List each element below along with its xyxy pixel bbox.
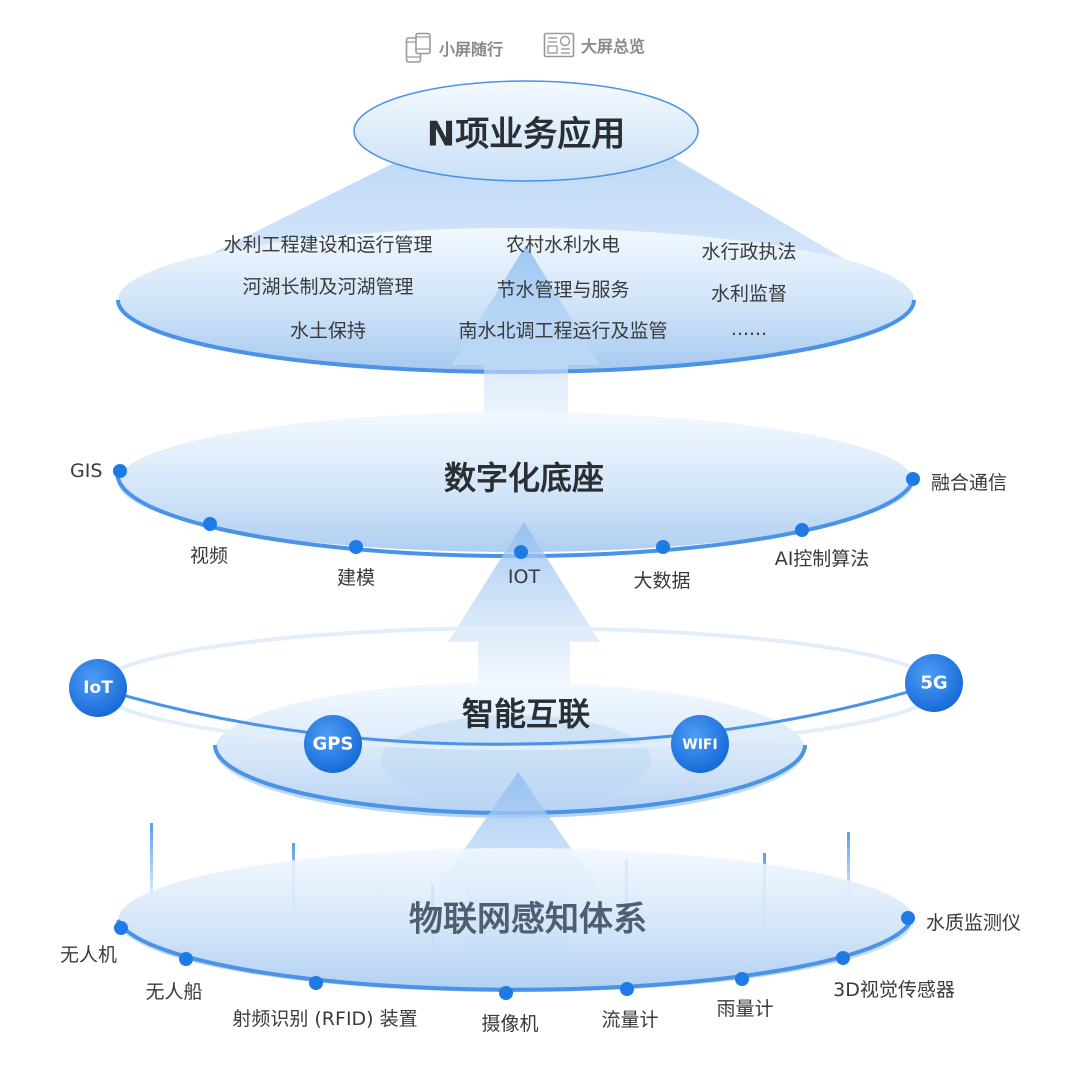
iot-sensing-disk [118,848,914,992]
signal-pole [847,832,850,912]
node-dot-boat [179,952,193,966]
ball-label-wifi: WIFI [682,737,718,753]
smart-interconnect-layer [96,626,940,818]
node-dot-3d-sensor [836,951,850,965]
node-dot-bigdata [656,540,670,554]
node-dot-flowmeter [620,982,634,996]
interconnect-title: 智能互联 [461,695,591,733]
node-label-ai: AI控制算法 [774,548,870,570]
node-ball-wifi [671,715,729,773]
node-dot-comm [906,472,920,486]
node-dot-raingauge [735,972,749,986]
node-label-video: 视频 [189,545,229,567]
app-item: 南水北调工程运行及监管 [458,320,668,342]
node-label-modeling: 建模 [336,567,376,589]
node-dot-camera [499,986,513,1000]
node-label-comm: 融合通信 [931,472,1008,494]
app-item: 农村水利水电 [505,234,621,256]
digital-base-dots [113,464,920,559]
signal-pole [150,823,153,913]
iot-sensing-layer [116,823,914,992]
app-item: 节水管理与服务 [496,279,630,301]
node-label-flowmeter: 流量计 [601,1009,659,1031]
node-dot-water-quality [901,911,915,925]
node-label-bigdata: 大数据 [633,570,691,592]
node-dot-ai [795,523,809,537]
applications-title-cap [353,80,699,182]
interconnect-balls [69,654,963,773]
node-label-rfid: 射频识别 (RFID) 装置 [232,1008,418,1030]
iot-sensing-rim [116,917,914,992]
node-dot-rfid [309,976,323,990]
app-item: 水利工程建设和运行管理 [223,234,433,256]
digital-base-title: 数字化底座 [443,459,605,497]
digital-base-disk [118,412,914,552]
node-label-boat: 无人船 [145,981,203,1003]
interconnect-inner-disk [381,715,651,805]
arrow-up-1 [452,245,600,440]
tab-small-screen[interactable]: 小屏随行 [405,32,503,64]
node-label-drone: 无人机 [60,944,118,966]
app-item: 河湖长制及河湖管理 [242,276,414,298]
node-label-gis: GIS [70,460,103,482]
node-dot-modeling [349,540,363,554]
node-dot-video [203,517,217,531]
node-label-3d-sensor: 3D视觉传感器 [833,979,955,1001]
ball-label-gps: GPS [312,733,354,755]
node-dot-drone [114,921,128,935]
mobile-phone-icon [405,32,431,63]
ball-label-iot: IoT [83,678,113,698]
node-label-water-quality: 水质监测仪 [926,912,1022,934]
node-ball-iot [69,659,127,717]
node-dot-gis [113,464,127,478]
digital-base-layer [115,412,916,559]
node-label-camera: 摄像机 [481,1013,539,1035]
dashboard-screen-icon [543,32,575,58]
app-item: 水行政执法 [701,241,797,263]
node-ball-5g [905,654,963,712]
ball-label-5g: 5G [920,672,948,694]
node-ball-gps [304,715,362,773]
iot-sensing-dots [114,911,915,1000]
interconnect-orbit-front [97,681,939,746]
digital-base-rim [115,469,916,559]
node-label-raingauge: 雨量计 [716,998,774,1020]
app-item: 水土保持 [289,320,367,342]
applications-title: N项业务应用 [426,114,626,155]
tab-label: 小屏随行 [439,40,504,59]
iot-sensing-title: 物联网感知体系 [409,899,647,940]
tab-label: 大屏总览 [581,37,646,56]
app-item: ...... [730,318,768,340]
tab-big-screen[interactable]: 大屏总览 [543,32,645,58]
arrow-up-2 [448,522,600,690]
app-item: 水利监督 [710,283,788,305]
node-label-iot: IOT [507,566,541,588]
node-dot-iot [514,545,528,559]
